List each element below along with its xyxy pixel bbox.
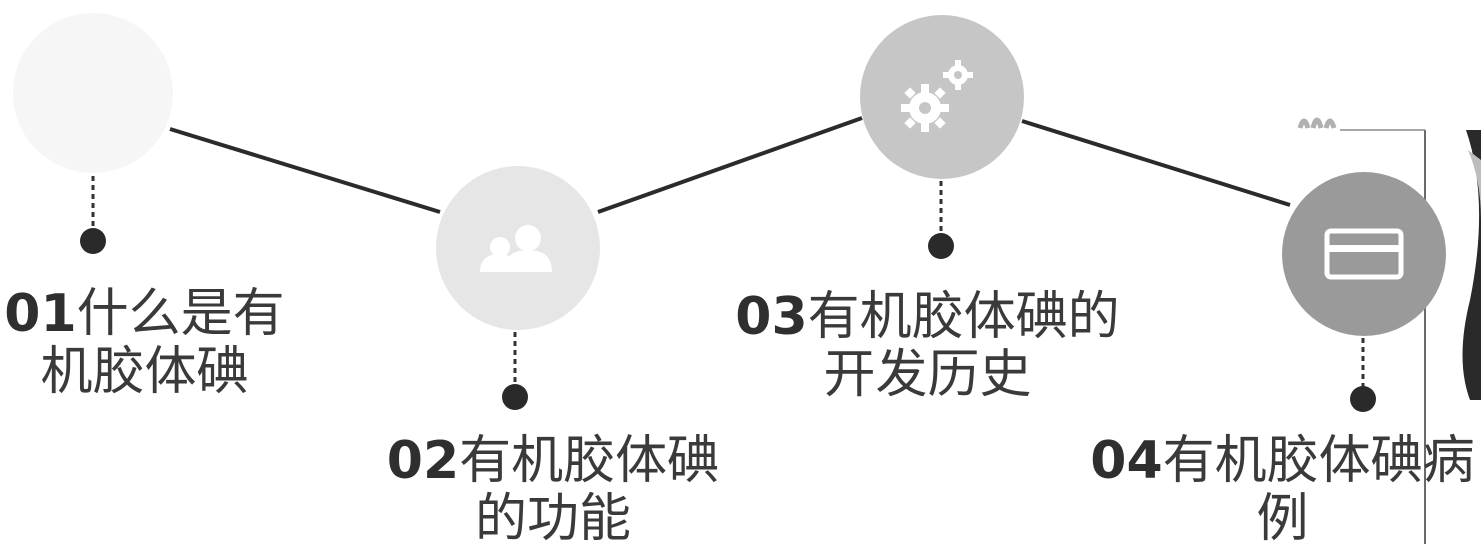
connector-line-1-2 — [169, 127, 441, 214]
users-icon — [480, 225, 552, 272]
step-4-label: 04有机胶体碘病 例 — [1085, 432, 1480, 548]
step-3-title-line1: 有机胶体碘的 — [807, 287, 1120, 347]
step-node-2[interactable] — [436, 166, 600, 410]
step-2-number: 02 — [386, 431, 460, 491]
step-1-number: 01 — [4, 284, 77, 344]
step-node-1[interactable] — [13, 13, 173, 254]
step-2-title-line1: 有机胶体碘 — [459, 431, 720, 491]
step-node-3[interactable] — [860, 15, 1024, 259]
step-4-title-line2: 例 — [1256, 489, 1309, 549]
step-2-title-line2: 的功能 — [474, 489, 631, 549]
step-3-title-line2: 开发历史 — [823, 345, 1032, 405]
connector-line-3-4 — [1021, 119, 1291, 207]
credit-card-icon — [1324, 228, 1404, 280]
step-3-number: 03 — [735, 287, 808, 347]
step-4-marker — [1350, 386, 1376, 412]
step-3-marker — [928, 233, 954, 259]
step-node-4[interactable] — [1282, 172, 1446, 412]
step-1-title-line2: 机胶体碘 — [40, 342, 249, 402]
connector-line-2-3 — [597, 116, 863, 214]
step-3-label: 03有机胶体碘的 开发历史 — [730, 288, 1125, 404]
blank-circle-icon — [13, 13, 173, 173]
step-1-label: 01什么是有 机胶体碘 — [2, 285, 287, 401]
step-2-marker — [502, 384, 528, 410]
step-2-label: 02有机胶体碘 的功能 — [378, 432, 728, 548]
side-illustration — [1297, 117, 1481, 544]
step-4-number: 04 — [1090, 431, 1163, 491]
step-1-marker — [80, 228, 106, 254]
step-4-title-line1: 有机胶体碘病 — [1162, 431, 1475, 491]
step-1-title-line1: 什么是有 — [76, 284, 285, 344]
